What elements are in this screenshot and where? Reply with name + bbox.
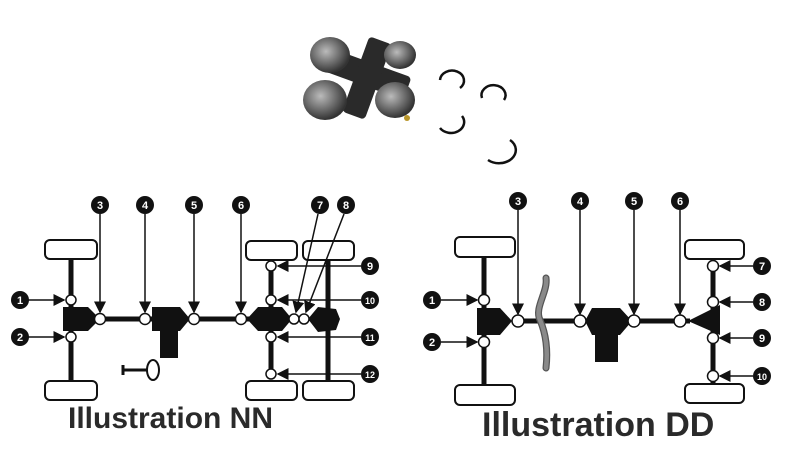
snap-rings <box>438 69 518 165</box>
callout-9: 9 <box>759 333 765 345</box>
illustration-dd-title: Illustration DD <box>482 406 714 444</box>
illustration-nn <box>11 196 379 401</box>
rear-differential-2 <box>308 307 340 332</box>
callout-8: 8 <box>759 297 765 309</box>
callout-1: 1 <box>429 295 435 307</box>
callout-2: 2 <box>429 337 435 349</box>
callout-10: 10 <box>365 296 375 306</box>
callout-10: 10 <box>757 372 767 382</box>
callout-4: 4 <box>577 196 584 208</box>
callout-7: 7 <box>317 200 323 212</box>
callout-11: 11 <box>365 333 375 343</box>
front-differential <box>477 308 512 335</box>
callout-2: 2 <box>17 332 23 344</box>
arrows <box>441 210 753 382</box>
callout-5: 5 <box>191 200 197 212</box>
illustration-dd <box>423 192 771 406</box>
right-callout-labels: 1 2 3 4 5 6 7 8 9 10 <box>429 196 767 382</box>
callout-6: 6 <box>677 196 683 208</box>
u-joints <box>477 259 720 383</box>
rear-differential <box>688 305 720 335</box>
callout-1: 1 <box>17 295 23 307</box>
callout-3: 3 <box>97 200 103 212</box>
callout-markers <box>11 196 379 383</box>
steering-wheel-icon <box>146 359 160 381</box>
front-differential <box>63 307 100 331</box>
callout-8: 8 <box>343 200 349 212</box>
callout-7: 7 <box>759 261 765 273</box>
universal-joint-image <box>303 37 518 165</box>
illustration-nn-title: Illustration NN <box>68 402 273 435</box>
callout-12: 12 <box>365 370 375 380</box>
callout-5: 5 <box>631 196 637 208</box>
rear-differential-1 <box>247 307 292 331</box>
u-joints <box>65 260 310 380</box>
arrows <box>28 213 361 380</box>
callout-9: 9 <box>367 261 373 273</box>
transfer-case <box>585 308 632 362</box>
callout-3: 3 <box>515 196 521 208</box>
callout-4: 4 <box>142 200 149 212</box>
callout-markers <box>423 192 771 385</box>
callout-6: 6 <box>238 200 244 212</box>
left-callout-labels: 1 2 3 4 5 6 7 8 9 10 11 12 <box>17 200 375 380</box>
transfer-case <box>152 307 190 358</box>
